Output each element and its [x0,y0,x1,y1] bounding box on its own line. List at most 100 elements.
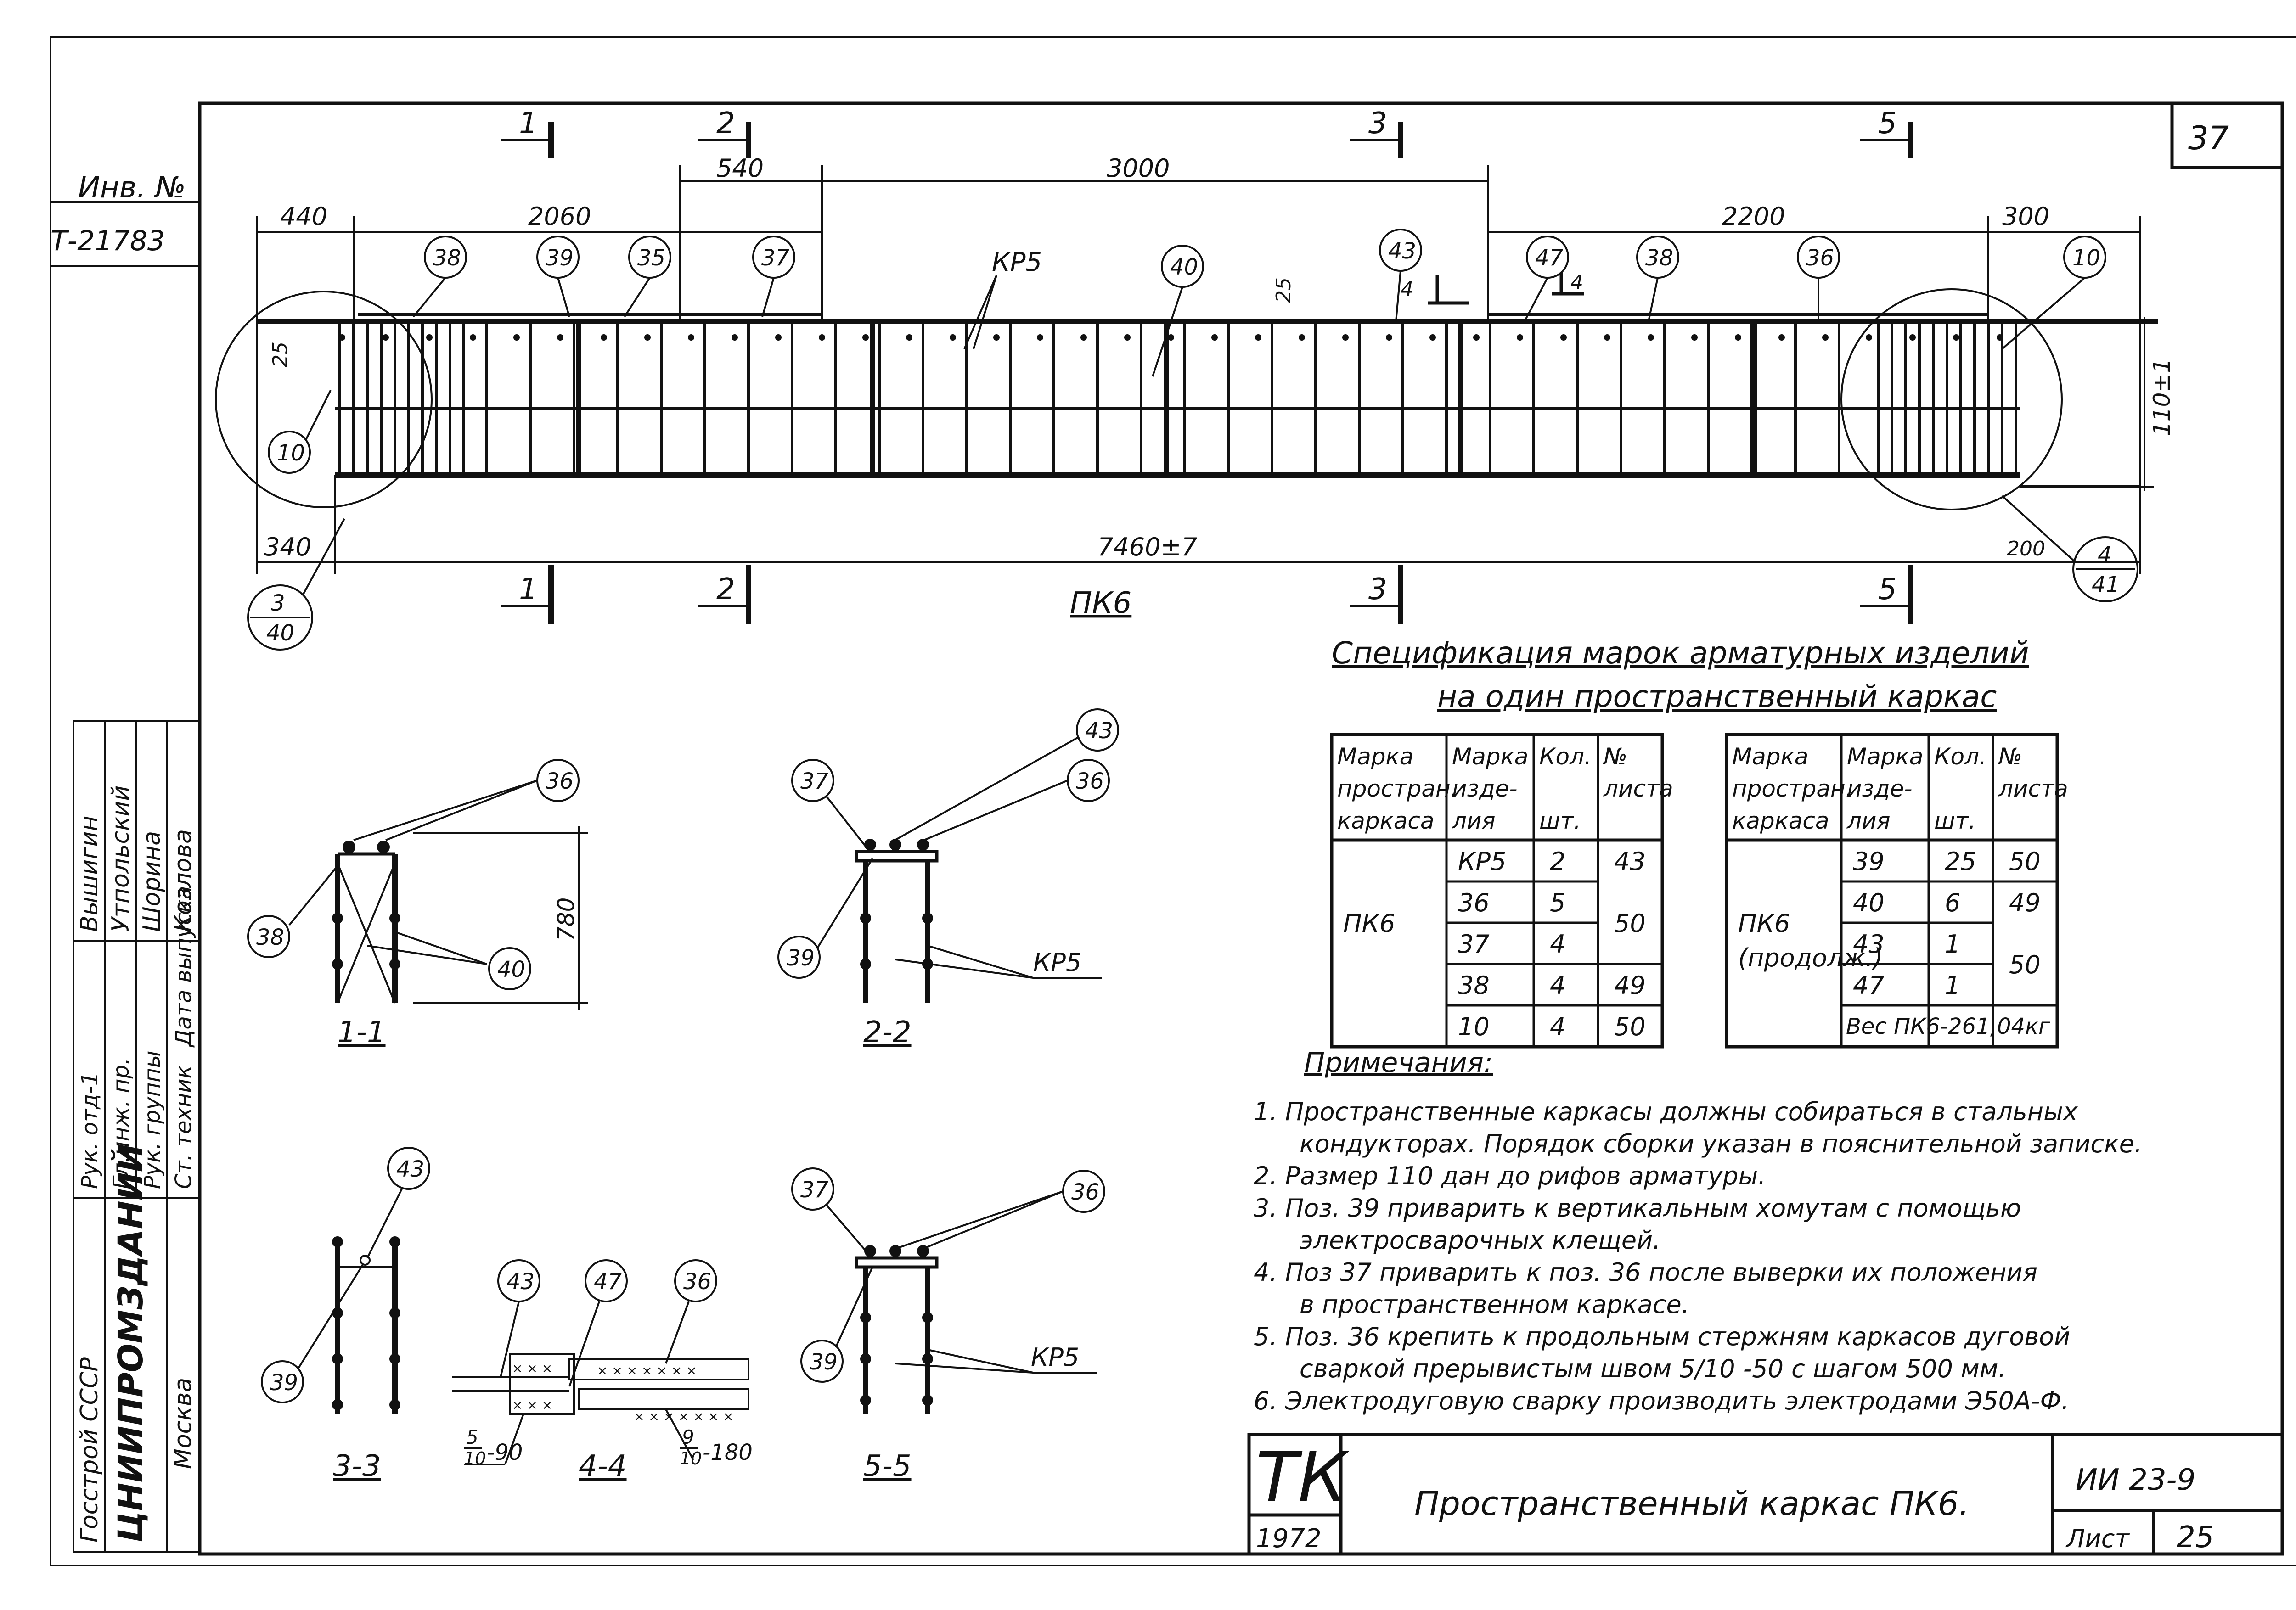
detail-ref-left: 3 40 [247,518,345,651]
callout-circle [2063,236,2106,279]
callout-leader [761,277,775,317]
dim-7460: 7460±7 [1097,533,1197,561]
callout-number: 43 [1388,238,1416,264]
weld-dot [775,334,782,341]
drawing-name: Пространственный каркас ПК6. [1414,1484,1970,1523]
note-line: 5. Поз. 36 крепить к продольным стержням… [1254,1322,2070,1351]
weld-dot [339,334,345,341]
weld-dot [688,334,694,341]
table-item: 36 [1458,888,1490,917]
s55-callout-37: 37 [800,1177,829,1203]
table-item: 39 [1853,847,1885,876]
weld-dot [1735,334,1741,341]
table-header-text: каркаса [1337,808,1435,834]
spec-table-right: Маркапростран.каркасаМаркаизде-лияКол.шт… [1725,733,2068,1049]
callout-number: 47 [1535,245,1564,271]
callout-leader [624,277,651,318]
s44-title: 4-4 [579,1449,627,1483]
weld-dot [1386,334,1392,341]
table-frame-mark: ПК6 [1343,909,1395,938]
weld-dot [819,334,825,341]
callout-circle [536,236,580,279]
table-frame-mark: ПК6 [1738,909,1790,938]
list-value: 25 [2177,1520,2214,1554]
table-sheet: 50 [1614,1012,1646,1041]
inv-value: Т-21783 [51,225,165,257]
year: 1972 [1256,1524,1322,1554]
table-item: 10 [1458,1012,1490,1041]
section-3-3: 43 39 3-3 [261,1147,430,1483]
weld-dot-group [339,334,2003,341]
section-mark-4b: 4 [1570,271,1583,294]
notes-block: Примечания: 1. Пространственные каркасы … [1254,1047,2142,1415]
sheet-number: 37 [2188,119,2229,157]
dim-25-left: 25 [269,342,292,367]
dim-110: 110±1 [2149,359,2175,436]
weld-dot [1560,334,1567,341]
cut-mark-top-label: 2 [716,107,735,140]
callout-number: 10 [277,440,305,466]
note-line: кондукторах. Порядок сборки указан в поя… [1300,1129,2142,1158]
table-header-text: шт. [1934,808,1976,834]
role-4: Ст. техник [171,1066,197,1189]
table-header-text: лия [1452,808,1496,834]
callout-leader [557,277,570,317]
weld-dot [1822,334,1829,341]
dim-340: 340 [264,533,311,561]
table-header-text: Кол. [1934,743,1986,770]
s44-weld2-len: -180 [703,1440,753,1465]
s33-title: 3-3 [333,1449,381,1483]
weld-dot [1255,334,1261,341]
weld-dot [1997,334,2003,341]
callout-circle [1161,245,1204,288]
s44-weld2-num: 9 [682,1426,694,1448]
outer-border [50,36,2296,1566]
person-4: Козлова [169,829,197,932]
cut-mark-top-label: 1 [519,107,538,140]
weld-dot [1429,334,1436,341]
s11-callout-36: 36 [546,769,574,794]
callout-circle [752,236,795,279]
table-qty: 2 [1550,847,1565,876]
callout-circle [1636,236,1679,279]
weld-dot [513,334,520,341]
weld-dot [732,334,738,341]
s55-title: 5-5 [863,1449,912,1483]
weld-dot [601,334,607,341]
callout-leader [1524,277,1548,322]
table-qty: 1 [1945,930,1960,959]
callout-number: 38 [433,245,461,271]
note-line: 2. Размер 110 дан до рифов арматуры. [1254,1161,1766,1190]
table-sheet: 50 [2009,847,2041,876]
table-header-text: Марка [1732,743,1808,770]
table-item: 38 [1458,971,1490,1000]
sheet-number-box: 37 [2170,101,2284,169]
weld-dot [470,334,476,341]
callout-leader [1648,277,1659,322]
s33-callout-39: 39 [270,1370,298,1396]
weld-dot [1211,334,1218,341]
table-header-text: № [1602,743,1627,770]
role-1: Рук. отд-1 [77,1072,103,1189]
weld-dot [950,334,956,341]
svg-text:× × ×: × × × [512,1397,552,1413]
table-item: 47 [1853,971,1885,1000]
weld-dot [1037,334,1043,341]
note-line: 6. Электродуговую сварку производить эле… [1254,1386,2069,1415]
dim-2200: 2200 [1722,202,1785,231]
cut-mark-bottom-label: 1 [519,572,538,606]
callout-number: 35 [637,245,665,271]
weld-dot [1299,334,1305,341]
table-sheet: 49 [2009,888,2041,917]
table-frame [1330,733,1664,1049]
svg-text:× × × × × × ×: × × × × × × × [597,1363,697,1378]
weld-dot [1866,334,1872,341]
person-3: Шорина [138,831,166,932]
weld-dot [383,334,389,341]
callout-circle [1526,236,1569,279]
table-item: 43 [1853,930,1885,959]
tk-mark: ТК [1256,1438,1350,1518]
weld-dot [557,334,563,341]
